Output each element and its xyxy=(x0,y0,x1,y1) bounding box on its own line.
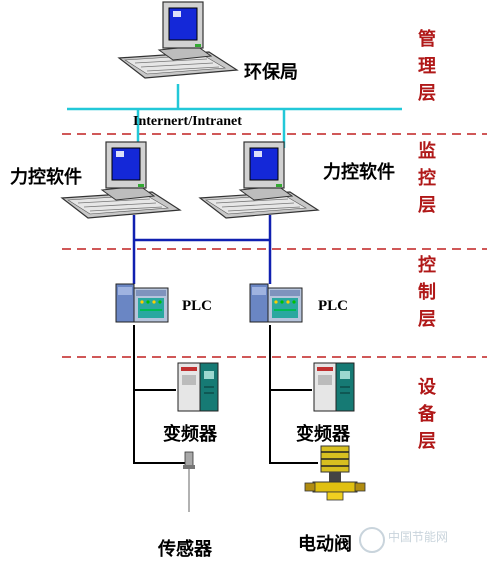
plc-right-icon xyxy=(249,283,303,323)
scada-computer-right-icon xyxy=(199,141,319,219)
sensor-icon xyxy=(182,451,196,513)
inverter-left-icon xyxy=(177,362,219,412)
wire-right xyxy=(269,325,318,464)
label-scada-left: 力控软件 xyxy=(10,167,82,188)
layer-management-char-3: 层 xyxy=(418,83,436,104)
wire-left xyxy=(133,325,188,464)
layer-device-char-2: 备 xyxy=(418,404,436,425)
layer-management-char-2: 理 xyxy=(418,56,436,77)
label-sensor: 传感器 xyxy=(158,539,212,560)
watermark-text: 中国节能网 xyxy=(388,530,449,544)
layer-device-char-3: 层 xyxy=(418,431,436,452)
layer-control-char-2: 制 xyxy=(418,282,436,303)
watermark-logo xyxy=(359,527,385,553)
layer-management-char-1: 管 xyxy=(418,29,436,50)
layer-device: 设 备 层 xyxy=(416,374,438,455)
layer-monitoring-char-2: 控 xyxy=(418,168,436,189)
epb-computer-icon xyxy=(118,1,238,79)
label-valve: 电动阀 xyxy=(298,534,352,555)
layer-monitoring-char-3: 层 xyxy=(418,195,436,216)
valve-icon xyxy=(304,445,366,501)
label-epb: 环保局 xyxy=(244,62,298,83)
plc-left-icon xyxy=(115,283,169,323)
label-plc-right: PLC xyxy=(318,298,348,314)
layer-control: 控 制 层 xyxy=(416,252,438,333)
label-plc-left: PLC xyxy=(182,298,212,314)
layer-monitoring: 监 控 层 xyxy=(416,138,438,219)
label-inverter-right: 变频器 xyxy=(296,424,350,445)
label-network: Internert/Intranet xyxy=(133,114,242,129)
layer-device-char-1: 设 xyxy=(418,377,436,398)
label-scada-right: 力控软件 xyxy=(323,162,395,183)
layer-control-char-3: 层 xyxy=(418,309,436,330)
layer-management: 管 理 层 xyxy=(416,26,438,107)
label-inverter-left: 变频器 xyxy=(163,424,217,445)
inverter-right-icon xyxy=(313,362,355,412)
layer-monitoring-char-1: 监 xyxy=(418,141,436,162)
layer-control-char-1: 控 xyxy=(418,255,436,276)
